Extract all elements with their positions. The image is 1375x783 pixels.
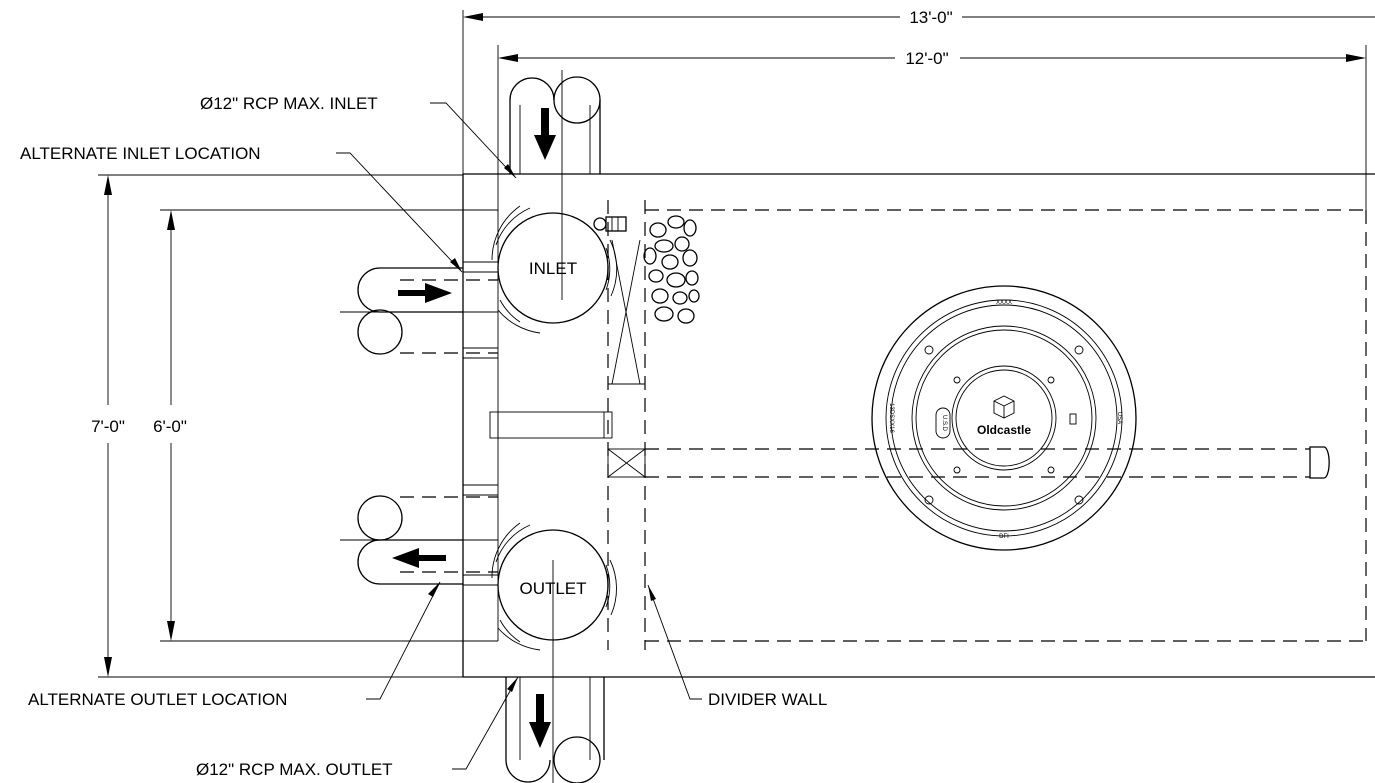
filter-media-stones (643, 215, 700, 324)
overall-length-label: 13'-0" (909, 8, 952, 27)
divider-wall (489, 200, 646, 650)
dimension-overall-width: 7'-0" (91, 174, 463, 678)
inner-length-label: 12'-0" (905, 49, 948, 68)
callout-divider-wall: DIVIDER WALL (647, 584, 827, 709)
dimension-inner-width: 6'-0" (153, 209, 498, 642)
callout-max-inlet: Ø12" RCP MAX. INLET (200, 94, 517, 179)
outlet-pipe-run (645, 446, 1330, 479)
alternate-inlet-label: ALTERNATE INLET LOCATION (20, 144, 261, 163)
cover-brand: Oldcastle (977, 423, 1031, 437)
inlet-chamber-label: INLET (529, 259, 577, 278)
manhole-cover: U.S.D Oldcastle XXXX DFI 13DSXX16 USA (871, 285, 1137, 551)
alternate-outlet-pipe (340, 484, 498, 586)
cover-bottom-mark: DFI (999, 534, 1009, 540)
outlet-chamber-label: OUTLET (519, 579, 586, 598)
vault-outline (462, 173, 1375, 678)
max-outlet-label: Ø12" RCP MAX. OUTLET (196, 760, 393, 779)
overall-width-label: 7'-0" (91, 417, 125, 436)
callout-alternate-inlet: ALTERNATE INLET LOCATION (20, 144, 463, 273)
outlet-pipe (505, 560, 605, 783)
divider-wall-label: DIVIDER WALL (708, 690, 827, 709)
vault-inner-wall (497, 209, 1367, 642)
inlet-fitting (593, 216, 627, 232)
cover-top-mark: XXXX (996, 300, 1012, 306)
dimension-overall-length: 13'-0" (462, 8, 1375, 175)
inner-width-label: 6'-0" (153, 417, 187, 436)
oldcastle-logo-icon (993, 395, 1015, 419)
outlet-chamber: OUTLET (491, 522, 617, 651)
dimension-inner-length: 12'-0" (497, 45, 1367, 212)
alternate-outlet-label: ALTERNATE OUTLET LOCATION (28, 690, 287, 709)
alternate-inlet-pipe (340, 261, 498, 359)
cover-left-mark: 13DSXX16 (888, 403, 894, 433)
inlet-pipe (509, 70, 601, 300)
max-inlet-label: Ø12" RCP MAX. INLET (200, 94, 378, 113)
cover-badge: U.S.D (941, 415, 947, 432)
cover-right-mark: USA (1116, 412, 1122, 424)
inlet-chamber: INLET (491, 205, 618, 334)
callout-max-outlet: Ø12" RCP MAX. OUTLET (196, 676, 519, 779)
callout-alternate-outlet: ALTERNATE OUTLET LOCATION (28, 581, 441, 709)
